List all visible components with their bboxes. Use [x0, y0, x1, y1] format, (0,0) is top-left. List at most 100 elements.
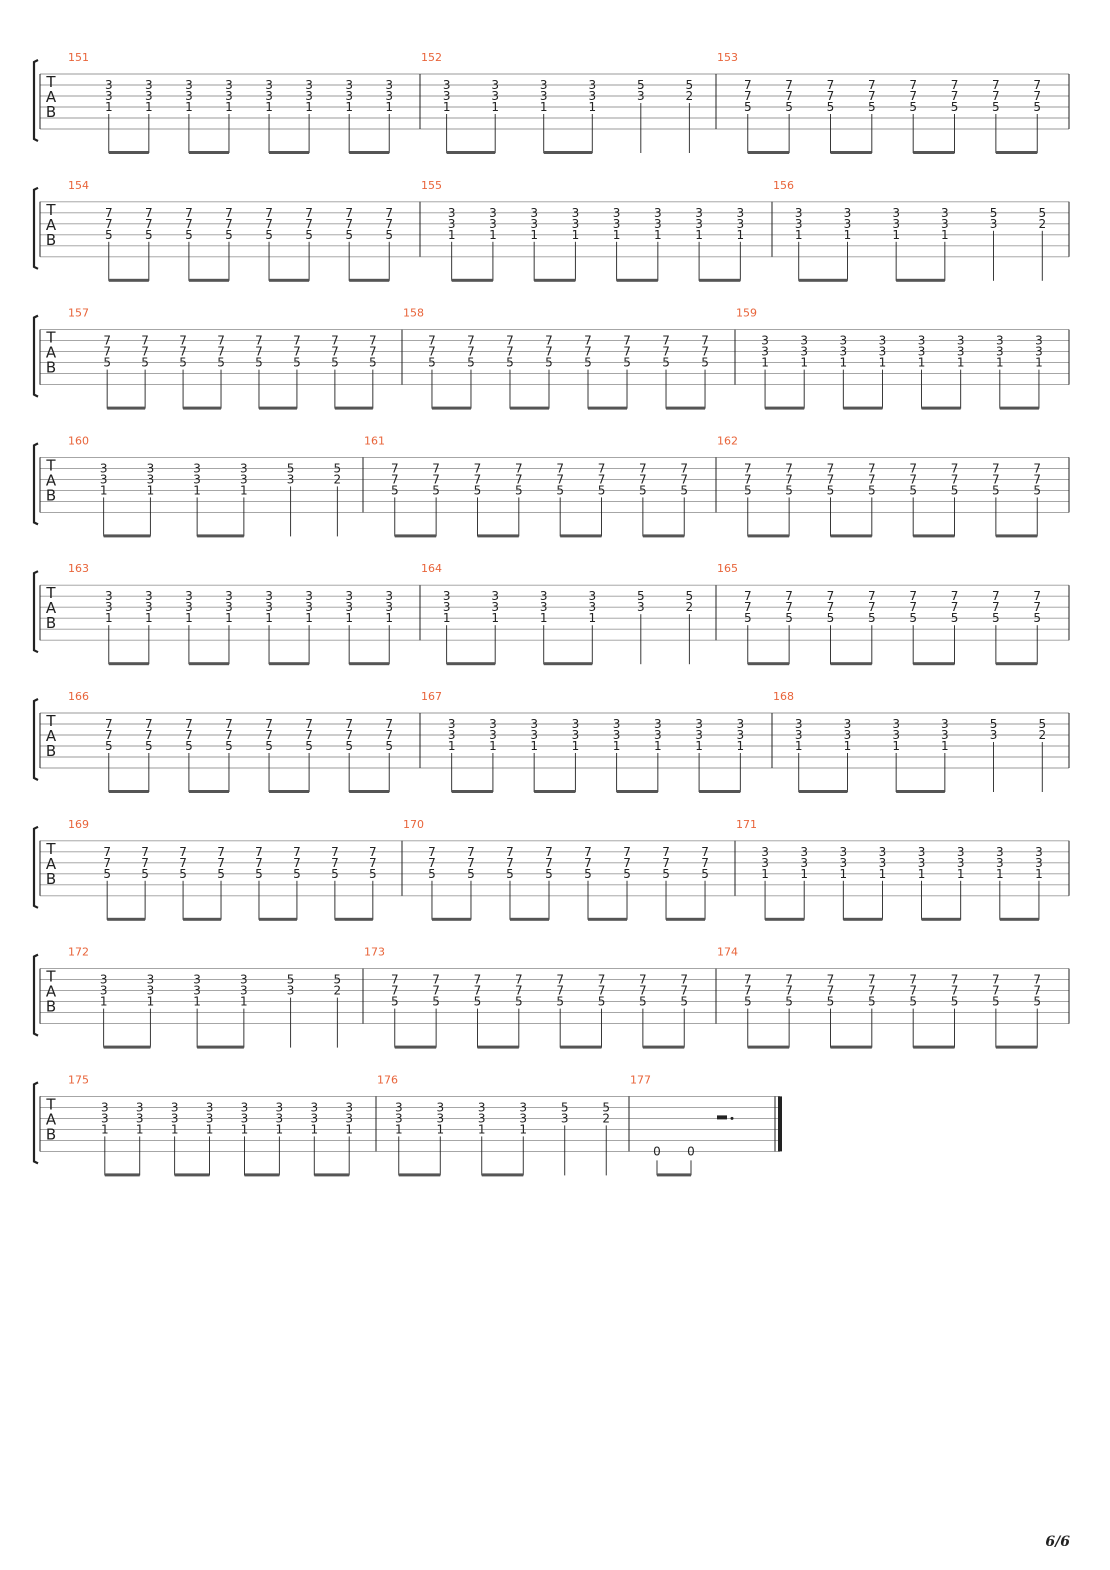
- beam: [560, 534, 602, 538]
- fret-number: 3: [957, 856, 965, 870]
- fret-number: 7: [556, 472, 564, 486]
- fret-number: 1: [996, 867, 1004, 881]
- fret-number: 3: [101, 1100, 109, 1114]
- fret-number: 7: [331, 345, 339, 359]
- measure-number: 172: [68, 946, 89, 959]
- fret-number: 7: [744, 78, 752, 92]
- fret-number: 1: [240, 483, 248, 497]
- beam: [108, 278, 149, 282]
- beam: [999, 917, 1039, 921]
- fret-number: 3: [345, 89, 353, 103]
- fret-number: 7: [545, 334, 553, 348]
- fret-number: 5: [744, 611, 752, 625]
- tab-clef-letter: B: [46, 998, 56, 1016]
- measure-number: 165: [717, 562, 738, 575]
- fret-number: 7: [909, 89, 917, 103]
- fret-number: 3: [345, 78, 353, 92]
- fret-number: 7: [827, 589, 835, 603]
- fret-number: 5: [103, 867, 111, 881]
- fret-number: 3: [839, 345, 847, 359]
- fret-number: 7: [868, 589, 876, 603]
- tab-clef-letter: B: [46, 1125, 56, 1143]
- fret-number: 3: [265, 600, 273, 614]
- fret-number: 7: [827, 984, 835, 998]
- fret-number: 7: [545, 856, 553, 870]
- beam: [188, 662, 229, 666]
- fret-number: 5: [369, 356, 377, 370]
- fret-number: 7: [255, 334, 263, 348]
- fret-number: 7: [827, 973, 835, 987]
- measure-number: 167: [421, 690, 442, 703]
- fret-number: 2: [334, 984, 342, 998]
- fret-number: 7: [827, 461, 835, 475]
- fret-number: 7: [217, 345, 225, 359]
- fret-number: 5: [391, 483, 399, 497]
- measure-number: 161: [364, 434, 385, 447]
- beam: [913, 151, 955, 154]
- fret-number: 1: [540, 611, 548, 625]
- fret-number: 1: [844, 739, 852, 753]
- fret-number: 5: [909, 995, 917, 1009]
- fret-number: 7: [265, 717, 273, 731]
- fret-number: 3: [918, 334, 926, 348]
- tab-clef-letter: B: [46, 486, 56, 504]
- fret-number: 7: [432, 461, 440, 475]
- system-bracket: [32, 825, 39, 909]
- fret-number: 7: [391, 973, 399, 987]
- fret-number: 5: [1033, 611, 1041, 625]
- fret-number: 3: [491, 600, 499, 614]
- measure-number: 164: [421, 562, 442, 575]
- tab-clef-letter: B: [46, 870, 56, 888]
- fret-number: 3: [478, 1100, 486, 1114]
- fret-number: 3: [225, 89, 233, 103]
- fret-number: 7: [744, 472, 752, 486]
- fret-number: 5: [145, 739, 153, 753]
- beam: [431, 917, 471, 921]
- fret-number: 3: [530, 728, 538, 742]
- fret-number: 3: [990, 728, 998, 742]
- tab-clef-letter: T: [45, 329, 56, 347]
- fret-number: 5: [105, 228, 113, 242]
- fret-number: 1: [240, 995, 248, 1009]
- fret-number: 5: [744, 995, 752, 1009]
- fret-number: 3: [654, 217, 662, 231]
- fret-number: 7: [951, 973, 959, 987]
- fret-number: 1: [519, 1122, 527, 1136]
- fret-number: 7: [992, 600, 1000, 614]
- fret-number: 3: [489, 217, 497, 231]
- fret-number: 5: [105, 739, 113, 753]
- fret-number: 1: [478, 1122, 486, 1136]
- fret-number: 1: [588, 611, 596, 625]
- fret-number: 3: [540, 589, 548, 603]
- fret-number: 7: [951, 89, 959, 103]
- fret-number: 7: [1033, 78, 1041, 92]
- fret-number: 5: [331, 356, 339, 370]
- rest-symbol: [717, 1115, 727, 1120]
- measure-number: 168: [773, 690, 794, 703]
- measure-number: 162: [717, 434, 738, 447]
- tab-clef-letter: T: [45, 968, 56, 986]
- fret-number: 1: [879, 356, 887, 370]
- fret-number: 5: [1033, 995, 1041, 1009]
- fret-number: 7: [598, 984, 606, 998]
- fret-number: 3: [572, 217, 580, 231]
- tab-clef-letter: A: [46, 727, 57, 745]
- beam: [398, 1173, 441, 1177]
- fret-number: 7: [868, 984, 876, 998]
- fret-number: 7: [385, 717, 393, 731]
- fret-number: 5: [868, 100, 876, 114]
- fret-number: 7: [662, 334, 670, 348]
- tab-clef-letter: B: [46, 614, 56, 632]
- fret-number: 7: [474, 472, 482, 486]
- fret-number: 1: [265, 611, 273, 625]
- beam: [349, 278, 390, 282]
- tab-clef-letter: B: [46, 231, 56, 249]
- system-bracket: [32, 314, 39, 398]
- fret-number: 3: [795, 728, 803, 742]
- fret-number: 1: [695, 228, 703, 242]
- beam: [747, 662, 790, 666]
- fret-number: 7: [474, 973, 482, 987]
- fret-number: 7: [432, 973, 440, 987]
- measure-number: 177: [630, 1073, 651, 1086]
- fret-number: 7: [293, 345, 301, 359]
